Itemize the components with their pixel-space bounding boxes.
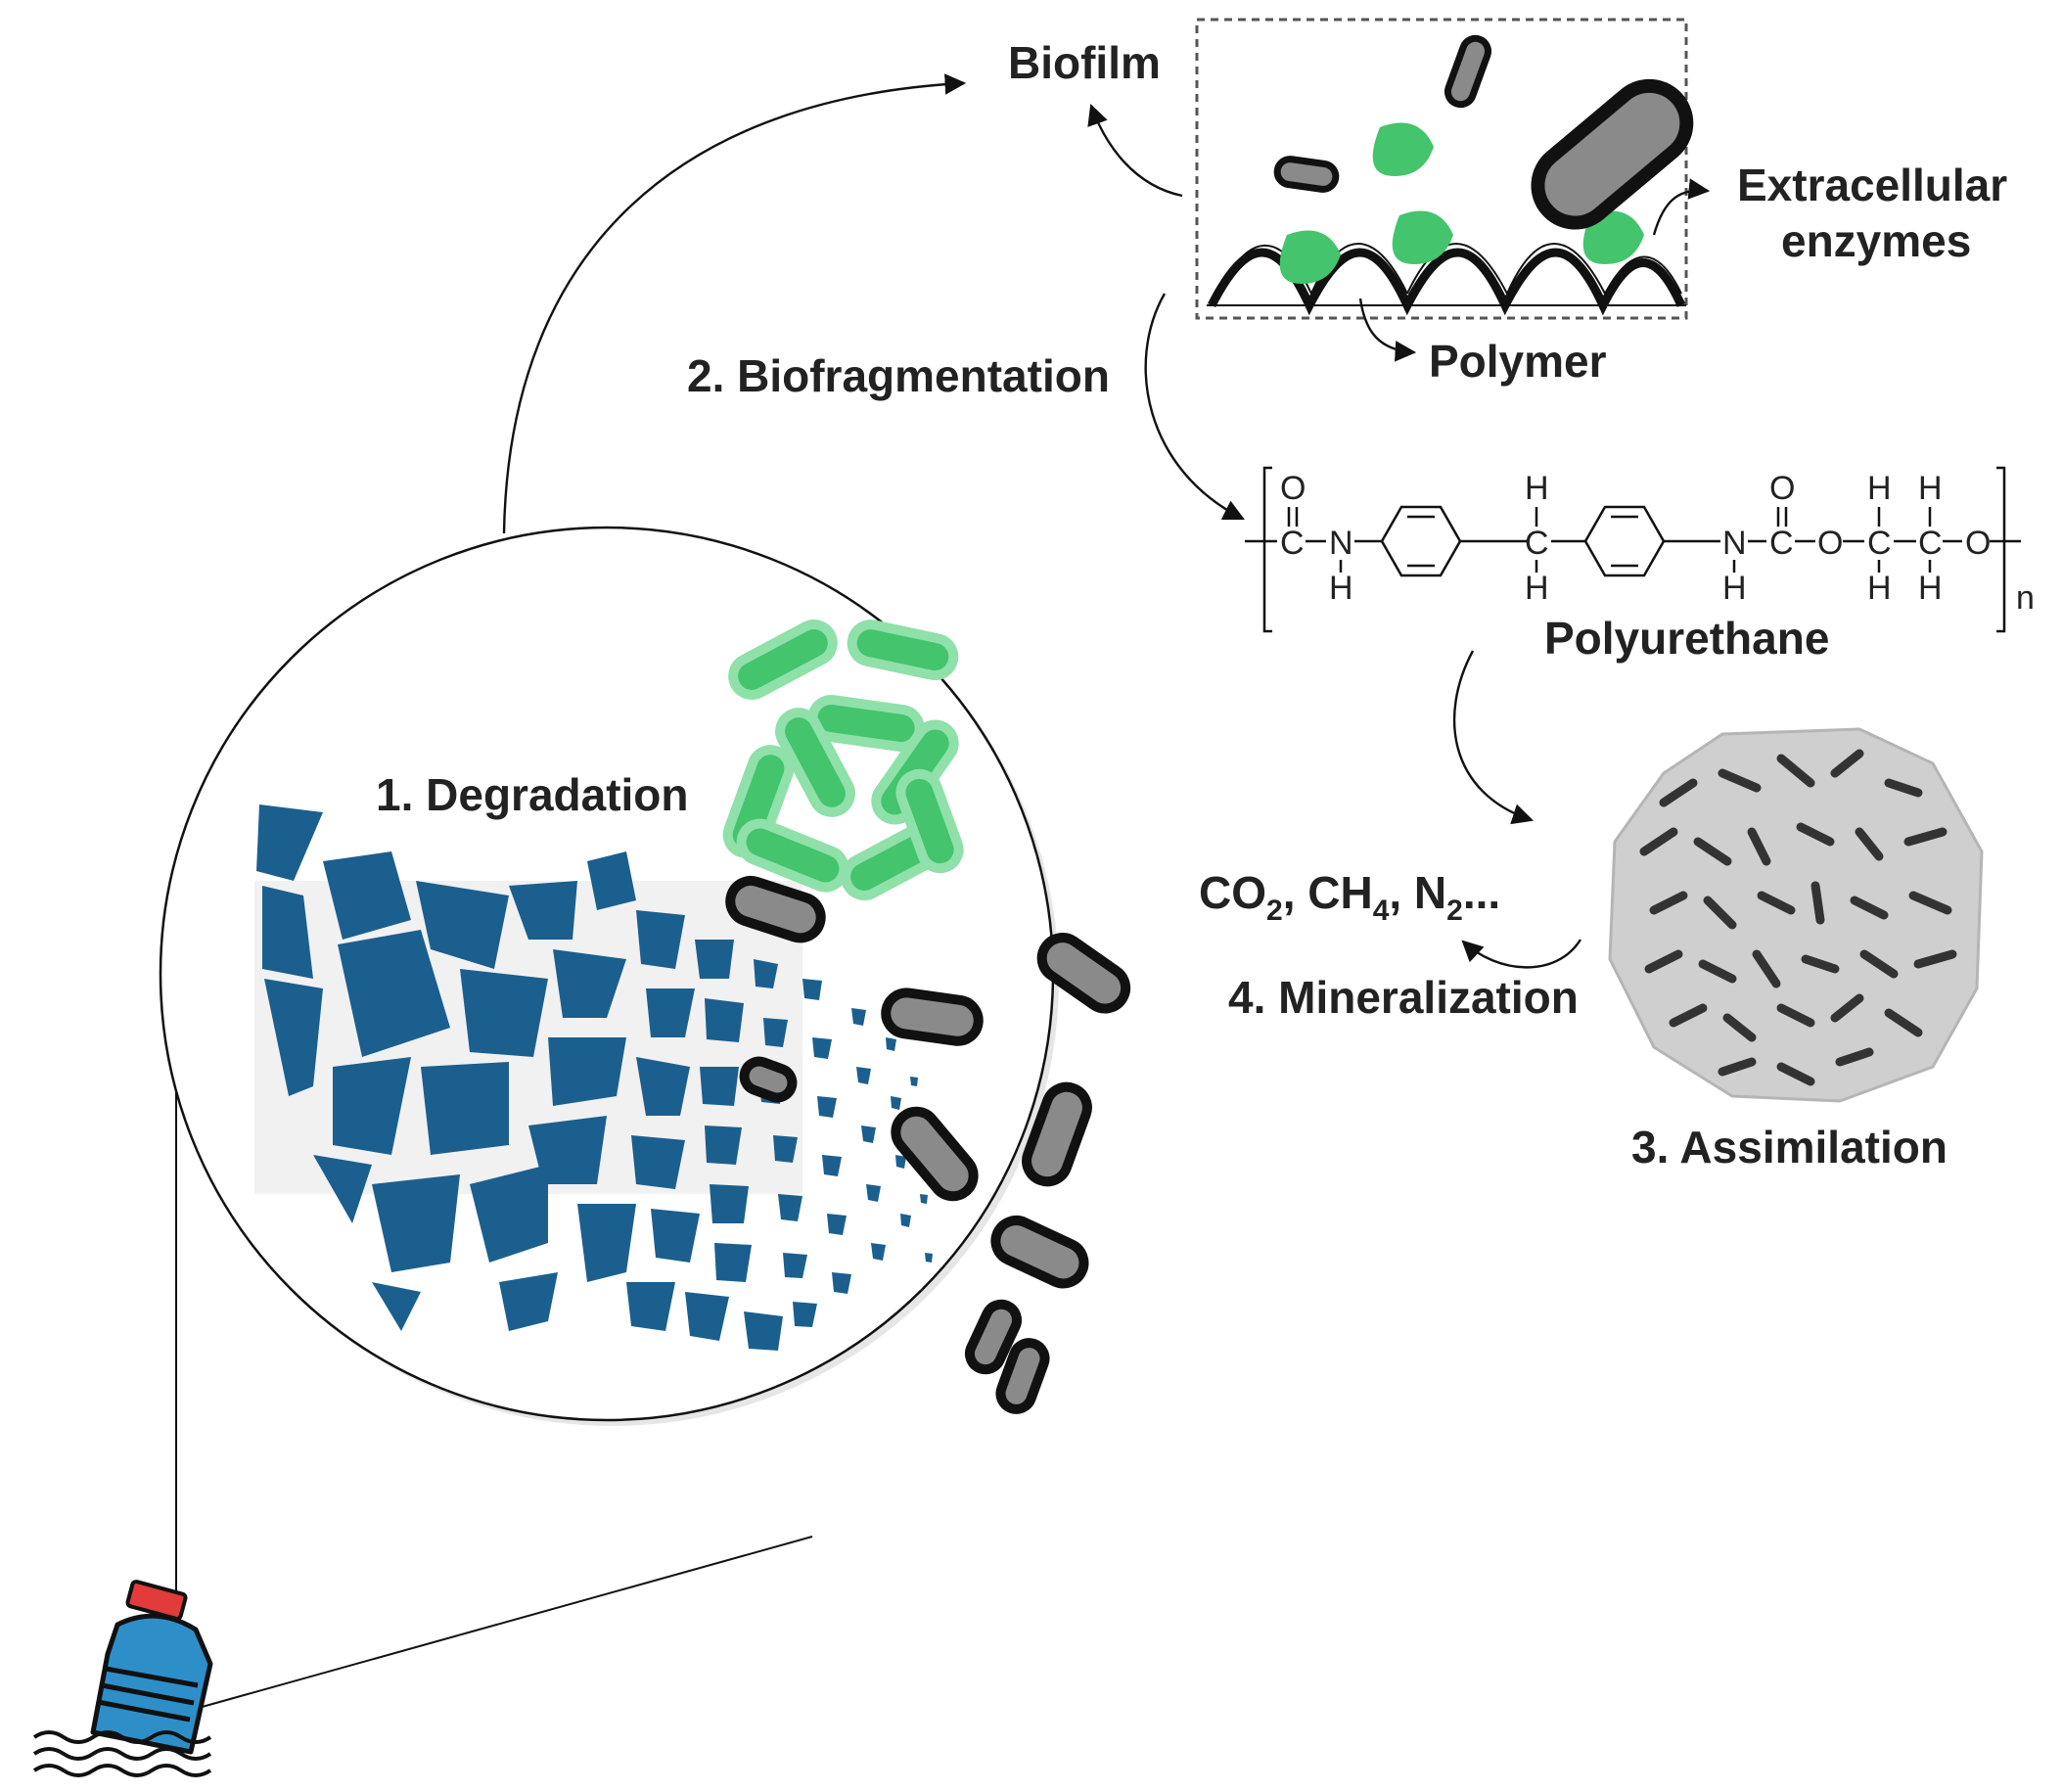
atom-c4: C: [1867, 525, 1892, 562]
gray-bacteria-degradation: [725, 875, 1131, 1414]
biofragmentation-label: 2. Biofragmentation: [687, 350, 1110, 401]
atom-h6: H: [1867, 570, 1892, 607]
green-bacteria-biofilm: [1279, 122, 1644, 284]
atom-h2: H: [1525, 470, 1549, 507]
water-waves-icon: [32, 1730, 212, 1777]
atom-h3: H: [1525, 570, 1549, 607]
polymer-label: Polymer: [1429, 336, 1607, 387]
plastic-bottle-icon: [90, 1580, 213, 1755]
atom-h1: H: [1329, 570, 1353, 607]
gases-label: CO2, CH4, N2...: [1199, 867, 1500, 927]
biofilm-box: [1195, 18, 1688, 320]
plastic-fragments: [254, 804, 933, 1351]
degradation-label: 1. Degradation: [376, 769, 689, 820]
atom-c2: C: [1525, 525, 1549, 562]
arrow-to-assimilation: [1452, 650, 1535, 825]
atom-n2: N: [1722, 525, 1747, 562]
magnifier-line-bottom: [180, 1536, 813, 1714]
biofilm-label: Biofilm: [1008, 37, 1161, 88]
polyurethane-structure: n C O N H H C H N H O: [1245, 466, 2035, 633]
gray-bacteria-biofilm: [1273, 34, 1694, 230]
arrow-to-polyurethane: [1144, 293, 1245, 521]
mineralization-label: 4. Mineralization: [1228, 972, 1579, 1023]
arrow-to-polymer: [1358, 298, 1417, 362]
atom-c3: C: [1769, 525, 1794, 562]
atom-o4: O: [1965, 525, 1991, 562]
atom-c1: C: [1280, 525, 1305, 562]
extracellular-label-line2: enzymes: [1781, 215, 1971, 266]
extracellular-label-line1: Extracellular: [1737, 160, 2007, 210]
assimilation-label: 3. Assimilation: [1631, 1122, 1947, 1172]
polyurethane-label: Polyurethane: [1544, 613, 1829, 664]
atom-h7: H: [1918, 470, 1943, 507]
arrow-to-biofilm: [502, 73, 967, 534]
atom-n1: N: [1329, 525, 1353, 562]
atom-h5: H: [1867, 470, 1892, 507]
atom-o2: O: [1769, 470, 1795, 507]
atom-o3: O: [1817, 525, 1843, 562]
arrow-to-gases: [1461, 939, 1582, 969]
green-bacteria-cluster: [722, 620, 964, 900]
arrow-to-enzymes: [1652, 178, 1711, 236]
atom-h4: H: [1722, 570, 1747, 607]
atom-h8: H: [1918, 570, 1943, 607]
repeat-unit-n: n: [2016, 579, 2035, 617]
atom-o1: O: [1280, 470, 1306, 507]
atom-c5: C: [1918, 525, 1943, 562]
arrow-box-to-biofilm: [1087, 103, 1183, 198]
assimilation-micrograph: [1608, 727, 1984, 1103]
